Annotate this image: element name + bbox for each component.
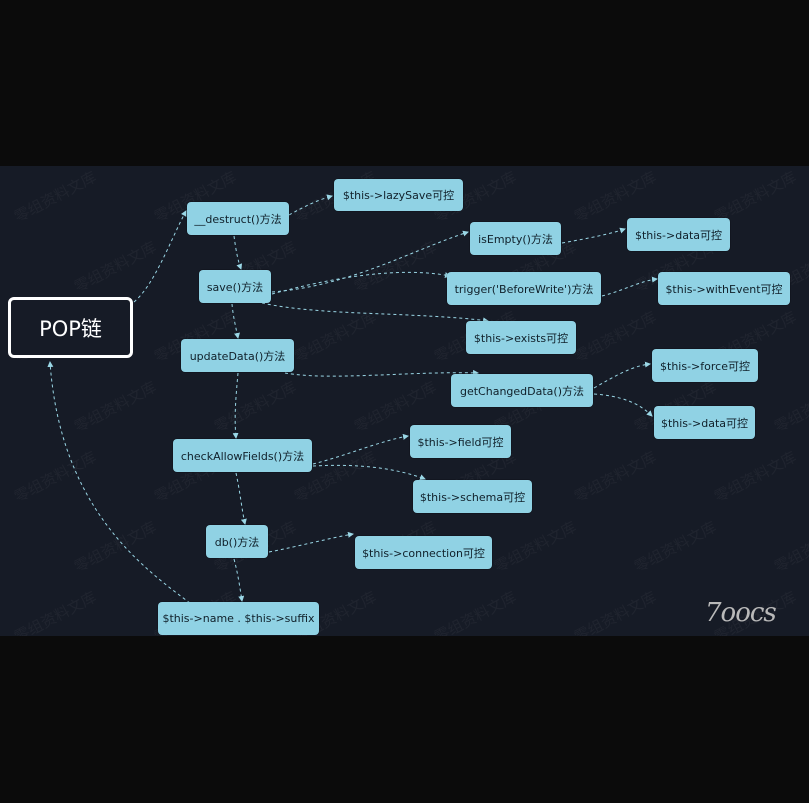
- edge-db-to-connection: [268, 531, 354, 553]
- mindmap-canvas: 零组资料文库零组资料文库零组资料文库零组资料文库零组资料文库零组资料文库零组资料…: [0, 166, 809, 636]
- node-label: $this->force可控: [660, 359, 750, 373]
- node-label: $this->connection可控: [362, 546, 485, 560]
- node-save-method[interactable]: save()方法: [199, 270, 271, 303]
- node-destruct-method[interactable]: __destruct()方法: [187, 202, 289, 235]
- node-data-controllable-2[interactable]: $this->data可控: [654, 406, 755, 439]
- edge-getchanged-to-force: [593, 361, 651, 389]
- node-schema-controllable[interactable]: $this->schema可控: [413, 480, 532, 513]
- node-label: getChangedData()方法: [459, 384, 584, 398]
- edge-save-to-trigger: [271, 271, 451, 295]
- node-db-method[interactable]: db()方法: [206, 525, 268, 558]
- edge-namesuffix-to-root: [47, 361, 191, 604]
- logo-text: 7oocs: [705, 598, 777, 628]
- node-field-controllable[interactable]: $this->field可控: [410, 425, 511, 458]
- node-isempty-method[interactable]: isEmpty()方法: [470, 222, 561, 255]
- node-lazysave-controllable[interactable]: $this->lazySave可控: [334, 179, 463, 211]
- node-label: checkAllowFields()方法: [180, 449, 305, 463]
- node-label: $this->exists可控: [473, 331, 569, 345]
- node-label: $this->schema可控: [419, 490, 526, 504]
- edge-db-to-namesuffix: [233, 558, 245, 602]
- edge-destruct-to-save: [233, 235, 243, 270]
- edge-save-to-isempty: [271, 230, 469, 293]
- node-trigger-beforewrite-method[interactable]: trigger('BeforeWrite')方法: [447, 272, 601, 305]
- edge-getchanged-to-data2: [593, 393, 653, 417]
- node-label: $this->data可控: [660, 416, 749, 430]
- node-name-suffix[interactable]: $this->name . $this->suffix: [158, 602, 319, 635]
- node-checkallowfields-method[interactable]: checkAllowFields()方法: [173, 439, 312, 472]
- node-updatedata-method[interactable]: updateData()方法: [181, 339, 294, 372]
- edge-root-to-destruct: [133, 210, 187, 303]
- node-connection-controllable[interactable]: $this->connection可控: [355, 536, 492, 569]
- node-exists-controllable[interactable]: $this->exists可控: [466, 321, 576, 354]
- node-data-controllable-1[interactable]: $this->data可控: [627, 218, 730, 251]
- edge-layer: [47, 194, 658, 604]
- node-label: save()方法: [206, 280, 264, 294]
- edge-save-to-exists: [261, 302, 489, 324]
- node-label: db()方法: [214, 535, 260, 549]
- root-node-label: POP链: [39, 316, 102, 341]
- node-label: $this->field可控: [417, 435, 504, 449]
- edge-updatedata-to-getchanged: [284, 369, 479, 377]
- edge-updatedata-to-checkallow: [232, 372, 239, 439]
- edge-destruct-to-lazysave: [288, 194, 333, 216]
- node-label: $this->withEvent可控: [665, 282, 783, 296]
- node-getchangeddata-method[interactable]: getChangedData()方法: [451, 374, 593, 407]
- edge-checkallow-to-field: [312, 433, 409, 465]
- 7oocs-logo: 7oocs: [705, 598, 777, 628]
- node-label: updateData()方法: [189, 349, 286, 363]
- edge-isempty-to-data1: [561, 227, 626, 244]
- node-label: __destruct()方法: [194, 212, 282, 226]
- node-label: $this->name . $this->suffix: [162, 612, 315, 625]
- edge-checkallow-to-db: [235, 472, 247, 525]
- edge-checkallow-to-schema: [312, 464, 426, 481]
- root-node-pop-chain[interactable]: POP链: [8, 297, 133, 358]
- node-label: $this->data可控: [634, 228, 723, 242]
- node-label: $this->lazySave可控: [342, 189, 455, 202]
- node-force-controllable[interactable]: $this->force可控: [652, 349, 758, 382]
- node-label: trigger('BeforeWrite')方法: [454, 282, 594, 296]
- node-label: isEmpty()方法: [478, 232, 553, 246]
- node-withevent-controllable[interactable]: $this->withEvent可控: [658, 272, 790, 305]
- edge-trigger-to-withevent: [601, 276, 658, 297]
- edge-save-to-updatedata: [231, 303, 240, 339]
